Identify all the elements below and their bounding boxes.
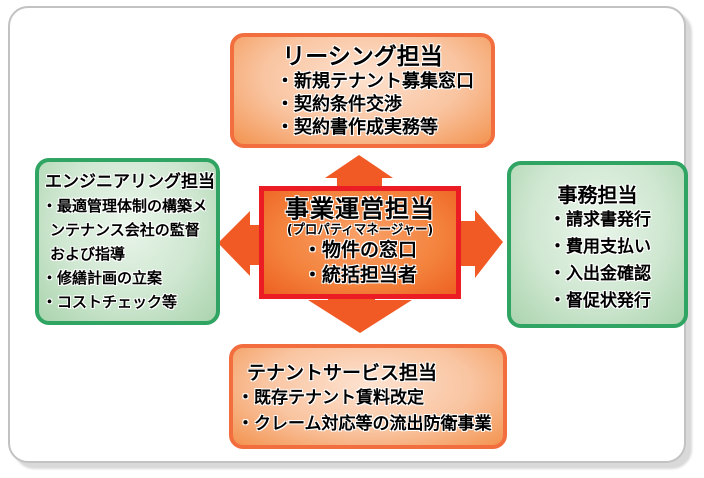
box-property-manager-title: 事業運営担当 <box>285 195 435 223</box>
box-leasing-item: ・契約書作成実務等 <box>276 117 438 138</box>
box-administration: 事務担当 ・請求書発行 ・費用支払い ・入出金確認 ・督促状発行 <box>507 161 688 328</box>
box-leasing-item: ・新規テナント募集窓口 <box>276 71 474 92</box>
box-property-manager: 事業運営担当 (プロパティマネージャー) ・物件の窓口 ・統括担当者 <box>259 186 461 299</box>
outer-frame: リーシング担当 ・新規テナント募集窓口 ・契約条件交渉 ・契約書作成実務等 エン… <box>8 6 688 463</box>
box-property-manager-item: ・物件の窓口 <box>302 239 417 261</box>
box-tenant-service: テナントサービス担当 ・既存テナント賃料改定 ・クレーム対応等の流出防衛事業 <box>229 344 507 449</box>
box-engineering-item: ・最適管理体制の構築メ <box>42 197 208 215</box>
box-leasing-title: リーシング担当 <box>282 44 443 70</box>
box-property-manager-item: ・統括担当者 <box>302 264 417 286</box>
box-engineering: エンジニアリング担当 ・最適管理体制の構築メ ンテナンス会社の監督 および指導 … <box>35 158 220 325</box>
box-administration-item: ・督促状発行 <box>549 291 651 311</box>
box-engineering-item: ・修繕計画の立案 <box>42 269 163 287</box>
box-engineering-item: ・コストチェック等 <box>42 293 178 311</box>
box-leasing: リーシング担当 ・新規テナント募集窓口 ・契約条件交渉 ・契約書作成実務等 <box>230 33 495 148</box>
box-tenant-service-item: ・既存テナント賃料改定 <box>237 388 424 408</box>
box-engineering-item: ンテナンス会社の監督 <box>50 221 200 239</box>
box-engineering-item: および指導 <box>50 245 126 263</box>
box-tenant-service-item: ・クレーム対応等の流出防衛事業 <box>237 414 492 434</box>
box-administration-title: 事務担当 <box>557 183 638 207</box>
box-administration-item: ・請求書発行 <box>549 210 651 230</box>
box-engineering-title: エンジニアリング担当 <box>45 172 215 192</box>
box-administration-item: ・入出金確認 <box>549 264 651 284</box>
box-leasing-item: ・契約条件交渉 <box>276 94 402 115</box>
box-property-manager-subtitle: (プロパティマネージャー) <box>286 222 434 238</box>
box-administration-item: ・費用支払い <box>549 237 651 257</box>
box-tenant-service-title: テナントサービス担当 <box>247 362 438 384</box>
